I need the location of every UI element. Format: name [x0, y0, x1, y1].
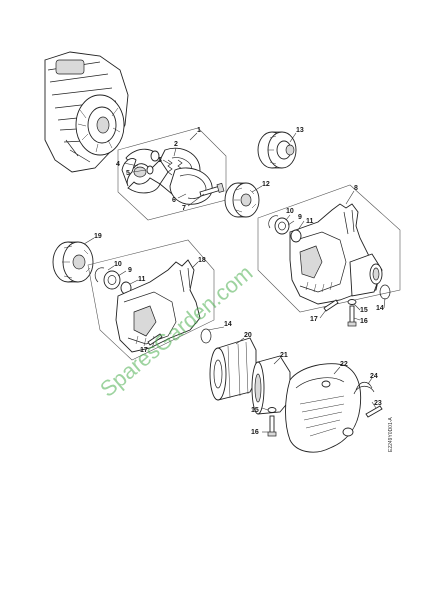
- callout-14-left: 14: [224, 321, 232, 328]
- callout-17-right: 17: [310, 316, 318, 323]
- callout-5: 5: [126, 170, 130, 177]
- screw-17-left: [147, 333, 163, 346]
- washer-15-right: [347, 299, 357, 305]
- callout-16-right: 16: [360, 318, 368, 325]
- clutch-assembly: [117, 127, 227, 221]
- hose-24: [353, 381, 375, 395]
- callout-24: 24: [370, 373, 378, 380]
- clutch-drum-13: [257, 131, 297, 169]
- guard-cover-22: [285, 363, 362, 453]
- circlip-10-right: [268, 215, 279, 229]
- callout-9-right: 9: [298, 214, 302, 221]
- callout-1: 1: [197, 127, 201, 134]
- callout-13: 13: [296, 127, 304, 134]
- callout-labels: 1 2 3 4 5 6 7 13 12 8 10 9 11 19 18 10 9…: [94, 127, 384, 436]
- engine-block: [44, 51, 129, 173]
- callout-4: 4: [116, 161, 120, 168]
- sleeve-21: [251, 355, 291, 415]
- clutch-drum-12: [224, 182, 260, 218]
- housing-group-bracket: [257, 184, 401, 313]
- gear-housing-18: [87, 239, 215, 361]
- gear-housing-8: [257, 184, 401, 313]
- callout-15-lower: 15: [251, 407, 259, 414]
- bearing-9-left: [103, 270, 121, 290]
- callout-17-left: 17: [140, 347, 148, 354]
- circlip-10-left: [94, 267, 105, 283]
- drawing-code: E2249Y0D01-A: [388, 417, 394, 452]
- screw-16-right: [347, 305, 357, 327]
- callout-21: 21: [280, 352, 288, 359]
- callout-11-left: 11: [138, 276, 146, 283]
- oring-14-right: [379, 284, 391, 300]
- ring-11-right: [290, 229, 302, 243]
- leader-lines: [83, 132, 386, 433]
- screw-23: [365, 405, 383, 418]
- bearing-9-right: [274, 217, 290, 235]
- clutch-drum-19: [52, 241, 94, 283]
- callout-22: 22: [340, 361, 348, 368]
- callout-10-right: 10: [286, 208, 294, 215]
- callout-15-right: 15: [360, 307, 368, 314]
- bushing-20: [209, 337, 257, 401]
- callout-12: 12: [262, 181, 270, 188]
- callout-6: 6: [172, 197, 176, 204]
- callout-9-left: 9: [128, 267, 132, 274]
- oring-14-left: [200, 328, 212, 344]
- callout-16-lower: 16: [251, 429, 259, 436]
- callout-7: 7: [182, 205, 186, 212]
- callout-14-right: 14: [376, 305, 384, 312]
- screw-16-lower: [267, 415, 277, 437]
- callout-18: 18: [198, 257, 206, 264]
- callout-23: 23: [374, 400, 382, 407]
- callout-10-left: 10: [114, 261, 122, 268]
- callout-20: 20: [244, 332, 252, 339]
- screw-17-right: [323, 299, 339, 312]
- callout-11-right: 11: [306, 218, 314, 225]
- washer-15-lower: [267, 407, 277, 413]
- callout-3: 3: [158, 157, 162, 164]
- callout-8: 8: [354, 185, 358, 192]
- callout-2: 2: [174, 141, 178, 148]
- callout-19: 19: [94, 233, 102, 240]
- left-housing-group-bracket: [87, 239, 215, 361]
